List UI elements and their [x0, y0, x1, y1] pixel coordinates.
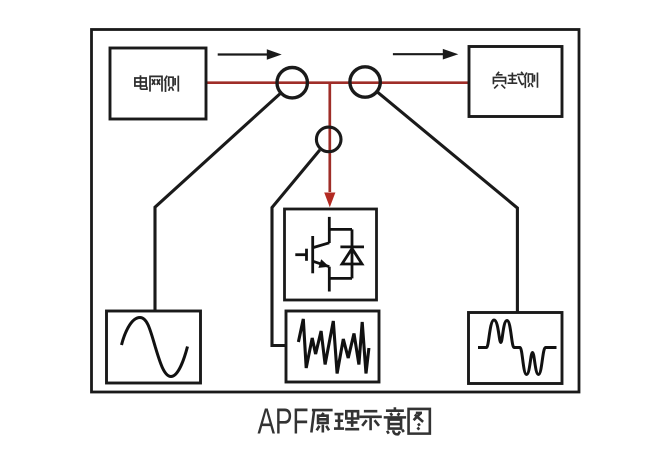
svg-text:APF: APF: [258, 401, 309, 442]
